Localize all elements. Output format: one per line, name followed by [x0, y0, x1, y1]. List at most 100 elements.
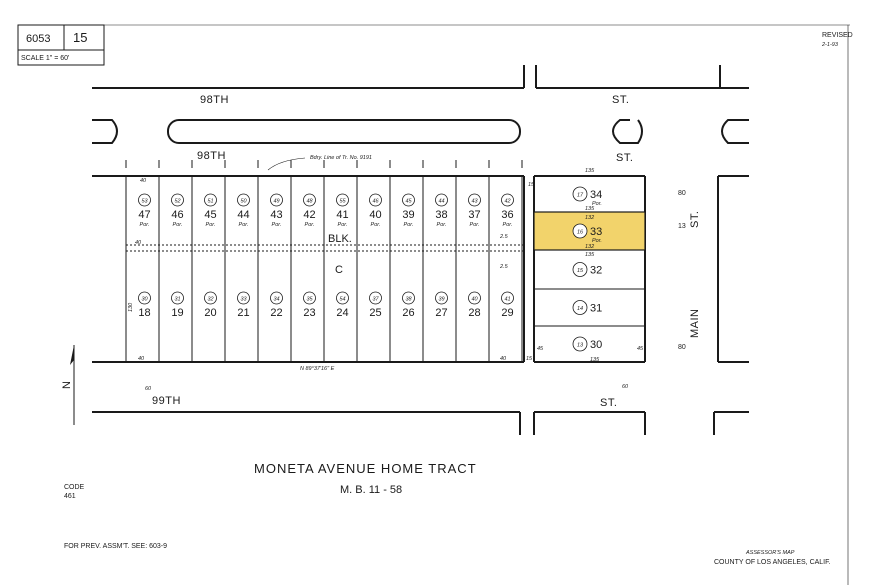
- parcel-circle: [572, 223, 588, 239]
- lot-width-mid: 40: [135, 240, 142, 246]
- dim-60-right: 60: [622, 384, 629, 390]
- side-dim-2-5-bottom: 2.5: [499, 264, 509, 270]
- parcel-number: 55: [339, 199, 346, 205]
- east-depth-bottom: 135: [590, 357, 600, 363]
- lot-number: 39: [402, 209, 414, 221]
- parcel-circle: [468, 291, 481, 305]
- street-98th-lower-label: 98TH: [197, 150, 226, 162]
- scale-label: SCALE 1" = 60': [21, 55, 69, 62]
- dim-60-left: 60: [145, 386, 152, 392]
- east-depth-3: 135: [585, 252, 595, 258]
- lot-number: 18: [138, 307, 150, 319]
- code-value: 461: [64, 493, 76, 500]
- parcel-circle: [501, 291, 514, 305]
- parcel-number: 17: [577, 193, 584, 199]
- street-99th: 99TH ST. 60 60 N 89°37'16" E: [92, 366, 749, 435]
- south-lot[interactable]: 35 23: [303, 291, 316, 319]
- east-132-top: 132: [585, 215, 594, 221]
- tract-name: MONETA AVENUE HOME TRACT: [254, 461, 477, 476]
- parcel-number: 45: [405, 199, 412, 205]
- parcel-number: 34: [273, 297, 279, 303]
- lot-number: 41: [336, 209, 348, 221]
- median-left: [92, 119, 118, 144]
- parcel-circle: [468, 193, 481, 207]
- lot-number: 45: [204, 209, 216, 221]
- east-depth-2: 135: [585, 206, 595, 212]
- lot-por: Por.: [206, 222, 216, 228]
- parcel-circle: [303, 291, 316, 305]
- parcel-number: 53: [141, 199, 148, 205]
- median-right: [612, 119, 643, 144]
- lot-width-bottom: 40: [138, 356, 145, 362]
- median-center: [167, 119, 521, 144]
- side-dim-15-top: 15: [528, 182, 535, 188]
- parcel-circle: [204, 193, 217, 207]
- map-book-ref: M. B. 11 - 58: [340, 484, 402, 496]
- lot-number: 36: [501, 209, 513, 221]
- south-lot[interactable]: 40 28: [468, 291, 481, 319]
- street-98th-label: 98TH: [200, 94, 229, 106]
- lot-por: Por.: [470, 222, 480, 228]
- east-width-right: 45: [637, 346, 644, 352]
- street-99th-st-label: ST.: [600, 397, 617, 409]
- parcel-circle: [369, 193, 382, 207]
- lot-number: 38: [435, 209, 447, 221]
- parcel-number: 40: [471, 297, 478, 303]
- lot-number: 23: [303, 307, 315, 319]
- parcel-number: 39: [438, 297, 444, 303]
- parcel-circle: [435, 291, 448, 305]
- parcel-number: 16: [577, 230, 584, 236]
- revised-label: REVISED: [822, 32, 853, 39]
- assessor-label: ASSESSOR'S MAP: [745, 550, 795, 556]
- lot-por: Por.: [272, 222, 282, 228]
- dim-130: 130: [128, 302, 134, 312]
- parcel-number: 35: [306, 297, 313, 303]
- parcel-circle: [237, 291, 250, 305]
- street-98th-st-label: ST.: [612, 94, 629, 106]
- prev-assmt-note: FOR PREV. ASSM'T. SEE: 603-9: [64, 543, 167, 550]
- lot-number: 20: [204, 307, 216, 319]
- lot-por: Por.: [404, 222, 414, 228]
- main-st-label: ST.: [689, 211, 701, 228]
- median-far-right: [721, 119, 749, 144]
- parcel-circle: [336, 193, 349, 207]
- map-book-number: 6053: [26, 33, 50, 45]
- parcel-number: 50: [240, 199, 247, 205]
- parcel-number: 38: [405, 297, 412, 303]
- lot-number: 43: [270, 209, 282, 221]
- lot-por: Por.: [305, 222, 315, 228]
- lot-number: 28: [468, 307, 480, 319]
- lot-number: 34: [590, 189, 602, 201]
- lot-number: 46: [171, 209, 183, 221]
- east-depth-top: 135: [585, 168, 595, 174]
- parcel-circle: [204, 291, 217, 305]
- lot-por: Por.: [371, 222, 381, 228]
